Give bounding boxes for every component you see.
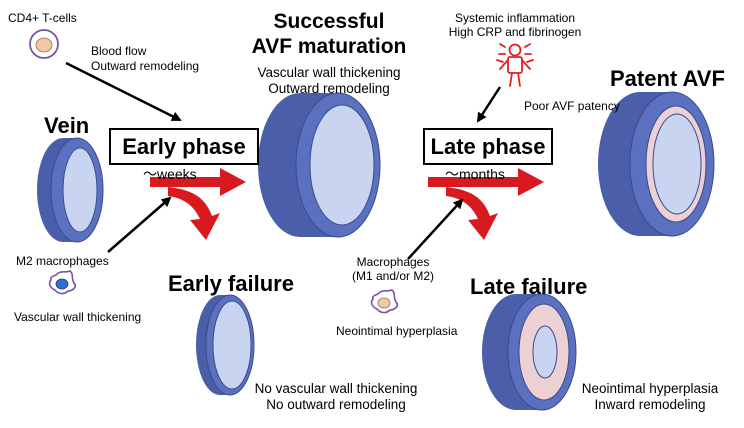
early-failure-description: No vascular wall thickening No outward r… [236,381,436,412]
early-failure-desc-line1: No vascular wall thickening [254,381,418,396]
successful-description: Vascular wall thickening Outward remodel… [229,65,429,96]
late-failure-desc-line2: Inward remodeling [594,396,706,412]
late-red-arrows [428,168,544,240]
vascular-wall-thickening-label: Vascular wall thickening [14,310,142,324]
patent-avf-vessel [598,91,715,237]
late-failure-desc-line1: Neointimal hyperplasia [581,381,719,396]
inflamed-person-icon [496,43,534,87]
successful-title-line1: Successful [273,10,385,33]
early-failure-label: Early failure [168,271,294,296]
early-time-label: ～weeks [143,166,197,182]
late-phase-label: Late phase [430,133,546,159]
macrophage-icon [370,289,399,314]
macrophages-label: Macrophages (M1 and/or M2) [338,255,448,284]
late-phase-box: Late phase [423,128,553,165]
neointimal-hyperplasia-small-label: Neointimal hyperplasia [336,324,458,338]
successful-desc-line1: Vascular wall thickening [257,65,401,80]
m2-macrophage-icon [48,270,77,295]
vein-vessel [37,137,104,243]
early-red-arrows [150,168,246,240]
cd4-label: CD4+ T-cells [8,11,77,25]
patent-avf-label: Patent AVF [610,66,725,91]
successful-vessel [258,92,381,238]
late-failure-label: Late failure [470,274,588,299]
cd4-t-cell-icon [29,29,59,59]
successful-desc-line2: Outward remodeling [268,80,390,96]
late-failure-description: Neointimal hyperplasia Inward remodeling [562,381,738,412]
early-failure-vessel [196,294,255,396]
systemic-line1: Systemic inflammation [454,11,576,25]
late-failure-vessel [482,293,577,411]
m2-arrow [107,196,172,253]
macrophages-line2: (M1 and/or M2) [351,268,435,283]
inflammation-arrow [476,86,502,123]
early-phase-box: Early phase [109,128,259,165]
blood-flow-label: Blood flow [91,44,147,58]
successful-title: Successful AVF maturation [229,9,429,59]
systemic-inflammation-label: Systemic inflammation High CRP and fibri… [432,11,598,40]
systemic-line2: High CRP and fibrinogen [448,24,582,39]
late-time-label: ～months [445,166,505,182]
vein-label: Vein [44,113,90,138]
blood-flow-arrow [65,61,182,122]
m2-macrophages-label: M2 macrophages [16,254,109,268]
early-phase-label: Early phase [122,133,246,159]
macrophage-arrow [407,198,464,260]
successful-title-line2: AVF maturation [251,35,407,59]
macrophages-line1: Macrophages [356,255,430,269]
outward-remodeling-label: Outward remodeling [91,59,200,73]
early-failure-desc-line2: No outward remodeling [266,396,406,412]
poor-patency-label: Poor AVF patency [524,99,620,113]
